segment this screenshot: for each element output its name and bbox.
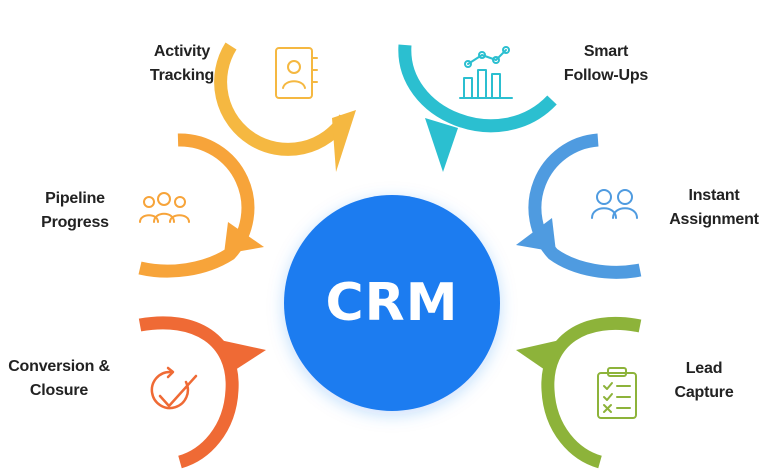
label-line: Smart [583, 43, 629, 60]
lead-capture-bubble [516, 316, 642, 469]
label-line: Conversion & [8, 358, 110, 375]
label-instant-assignment: Instant Assignment [664, 184, 764, 232]
label-line: Progress [41, 214, 109, 231]
crm-center-circle [284, 195, 500, 411]
followups-arc [398, 44, 557, 133]
activity-pointer [332, 110, 356, 172]
instant-assignment-bubble [516, 133, 642, 279]
label-line: Capture [674, 384, 734, 401]
label-activity-tracking: Activity Tracking [140, 40, 224, 88]
label-conversion-closure: Conversion & Closure [0, 355, 118, 403]
label-pipeline-progress: Pipeline Progress [34, 187, 116, 235]
label-line: Lead [685, 360, 723, 377]
bar-chart-trend-icon [459, 46, 513, 99]
check-badge-icon [150, 366, 198, 410]
label-lead-capture: Lead Capture [664, 357, 744, 405]
assignment-arc [528, 133, 642, 279]
notebook-user-icon [275, 47, 318, 99]
pipeline-progress-bubble [138, 133, 264, 278]
label-line: Assignment [669, 211, 759, 228]
two-users-icon [591, 189, 638, 219]
conversion-closure-bubble [138, 316, 266, 469]
label-line: Activity [153, 43, 211, 60]
activity-tracking-bubble [214, 42, 356, 172]
pipeline-pointer [224, 222, 264, 254]
label-line: Closure [29, 382, 89, 399]
assignment-pointer [516, 218, 556, 252]
label-line: Follow-Ups [563, 67, 649, 84]
label-line: Instant [688, 187, 740, 204]
crm-center-label: CRM [325, 273, 459, 333]
smart-followups-bubble [398, 44, 557, 172]
label-line: Pipeline [45, 190, 105, 207]
activity-arc [214, 42, 351, 156]
followups-pointer [425, 118, 458, 172]
conversion-pointer [220, 340, 266, 372]
label-smart-followups: Smart Follow-Ups [558, 40, 654, 88]
team-group-icon [139, 192, 190, 223]
pipeline-arc [138, 133, 255, 278]
lead-arc [541, 316, 642, 469]
conversion-arc [138, 316, 239, 469]
clipboard-checklist-icon [597, 367, 637, 419]
lead-pointer [516, 340, 560, 372]
label-line: Tracking [149, 67, 215, 84]
